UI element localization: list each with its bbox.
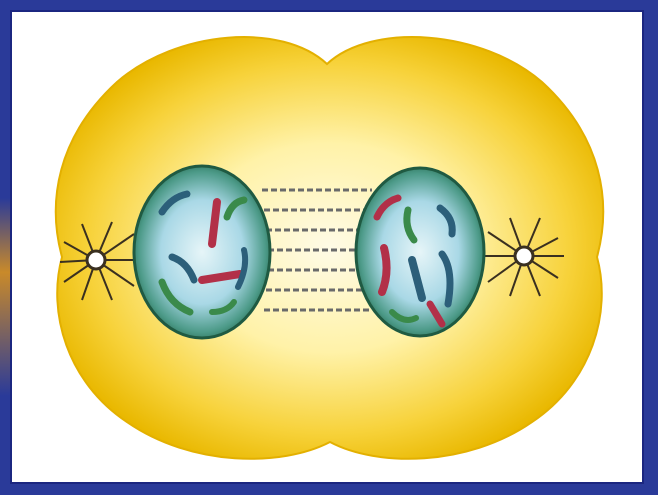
right-nucleus [356, 168, 484, 336]
image-panel [10, 10, 644, 484]
left-nucleus [134, 166, 270, 338]
cell-division-illustration [12, 12, 642, 482]
frame-left-accent [0, 0, 10, 495]
